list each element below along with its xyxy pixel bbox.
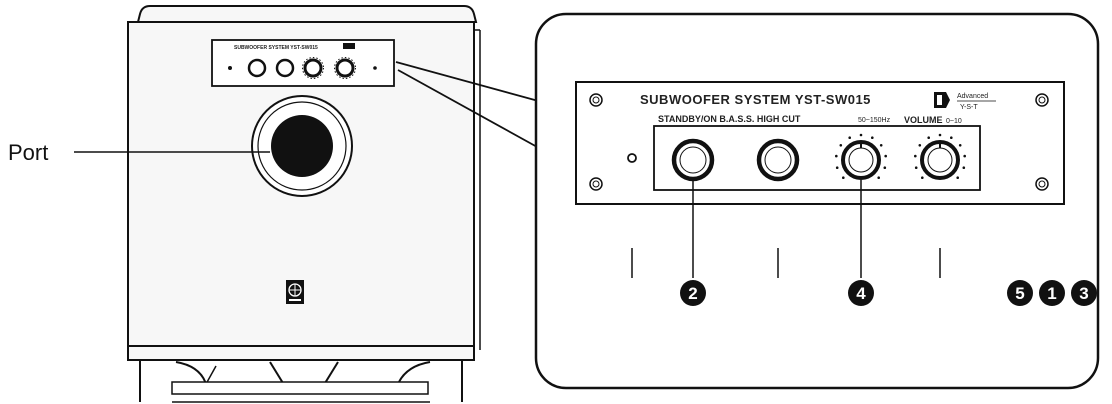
mini-control-panel: SUBWOOFER SYSTEM YST-SW015 bbox=[211, 39, 395, 87]
controls-label: STANDBY/ON B.A.S.S. HIGH CUT bbox=[658, 114, 801, 124]
callout-leader-lines bbox=[631, 180, 941, 278]
callout-5: 5 bbox=[1007, 280, 1033, 306]
badge-sub-text: Y-S-T bbox=[960, 104, 978, 111]
knob-tick-mark bbox=[842, 176, 845, 179]
knob-tick-mark bbox=[879, 144, 883, 147]
callout-3-number: 3 bbox=[1079, 284, 1088, 303]
callout-3: 3 bbox=[1071, 280, 1097, 306]
cabinet-top bbox=[136, 5, 478, 23]
control-panel-plate bbox=[575, 81, 1065, 205]
knob-tick-mark bbox=[848, 136, 851, 139]
knob-tick-mark bbox=[835, 154, 838, 158]
knob-tick-mark bbox=[883, 166, 887, 169]
knob-tick-mark bbox=[918, 144, 922, 147]
knob-tick-mark bbox=[884, 154, 887, 158]
controls-inner-box bbox=[653, 125, 981, 191]
knob-tick-mark bbox=[835, 166, 839, 169]
knob-tick-mark bbox=[839, 144, 843, 147]
callout-5-number: 5 bbox=[1015, 284, 1024, 303]
port bbox=[251, 95, 353, 197]
badge-text: Advanced bbox=[957, 93, 988, 100]
knob-tick-mark bbox=[859, 133, 863, 137]
enlarged-view: SUBWOOFER SYSTEM YST-SW015 Advanced Y-S-… bbox=[534, 12, 1100, 390]
callout-4-number: 4 bbox=[856, 284, 866, 303]
callout-2-number: 2 bbox=[688, 284, 697, 303]
knob-tick-mark bbox=[877, 176, 880, 179]
knob-tick-mark bbox=[927, 136, 930, 139]
knob-tick-mark bbox=[958, 144, 962, 147]
callout-1: 1 bbox=[1039, 280, 1065, 306]
frequency-label: 50~150Hz bbox=[858, 117, 891, 124]
volume-range-label: 0~10 bbox=[946, 118, 962, 125]
knob-tick-mark bbox=[938, 133, 942, 137]
power-indicator-icon bbox=[627, 153, 637, 163]
subwoofer-cabinet: SUBWOOFER SYSTEM YST-SW015 bbox=[127, 5, 481, 403]
panel-screws bbox=[589, 93, 1049, 191]
volume-label: VOLUME bbox=[904, 115, 943, 125]
knob-tick-mark bbox=[914, 166, 918, 169]
knob-tick-mark bbox=[962, 166, 966, 169]
knob-tick-mark bbox=[956, 176, 959, 179]
knob-tick-mark bbox=[871, 136, 874, 139]
panel-title: SUBWOOFER SYSTEM YST-SW015 bbox=[640, 92, 871, 107]
knob-tick-mark bbox=[950, 136, 953, 139]
mini-panel-title: SUBWOOFER SYSTEM YST-SW015 bbox=[234, 45, 318, 51]
knob-tick-mark bbox=[914, 154, 917, 158]
callout-4: 4 bbox=[848, 280, 874, 306]
bass-button bbox=[756, 138, 800, 182]
knob-tick-mark bbox=[921, 176, 924, 179]
advanced-yst-badge: Advanced Y-S-T bbox=[934, 92, 996, 111]
cabinet-bottom-trim bbox=[127, 345, 475, 361]
high-cut-knob bbox=[835, 133, 887, 180]
yamaha-logo-icon bbox=[286, 280, 304, 304]
port-label: Port bbox=[8, 140, 48, 165]
callout-1-number: 1 bbox=[1047, 284, 1056, 303]
knob-tick-mark bbox=[963, 154, 966, 158]
callout-2: 2 bbox=[680, 280, 706, 306]
cabinet-stand bbox=[139, 360, 463, 403]
volume-knob bbox=[914, 133, 966, 180]
standby-on-button bbox=[671, 138, 715, 182]
